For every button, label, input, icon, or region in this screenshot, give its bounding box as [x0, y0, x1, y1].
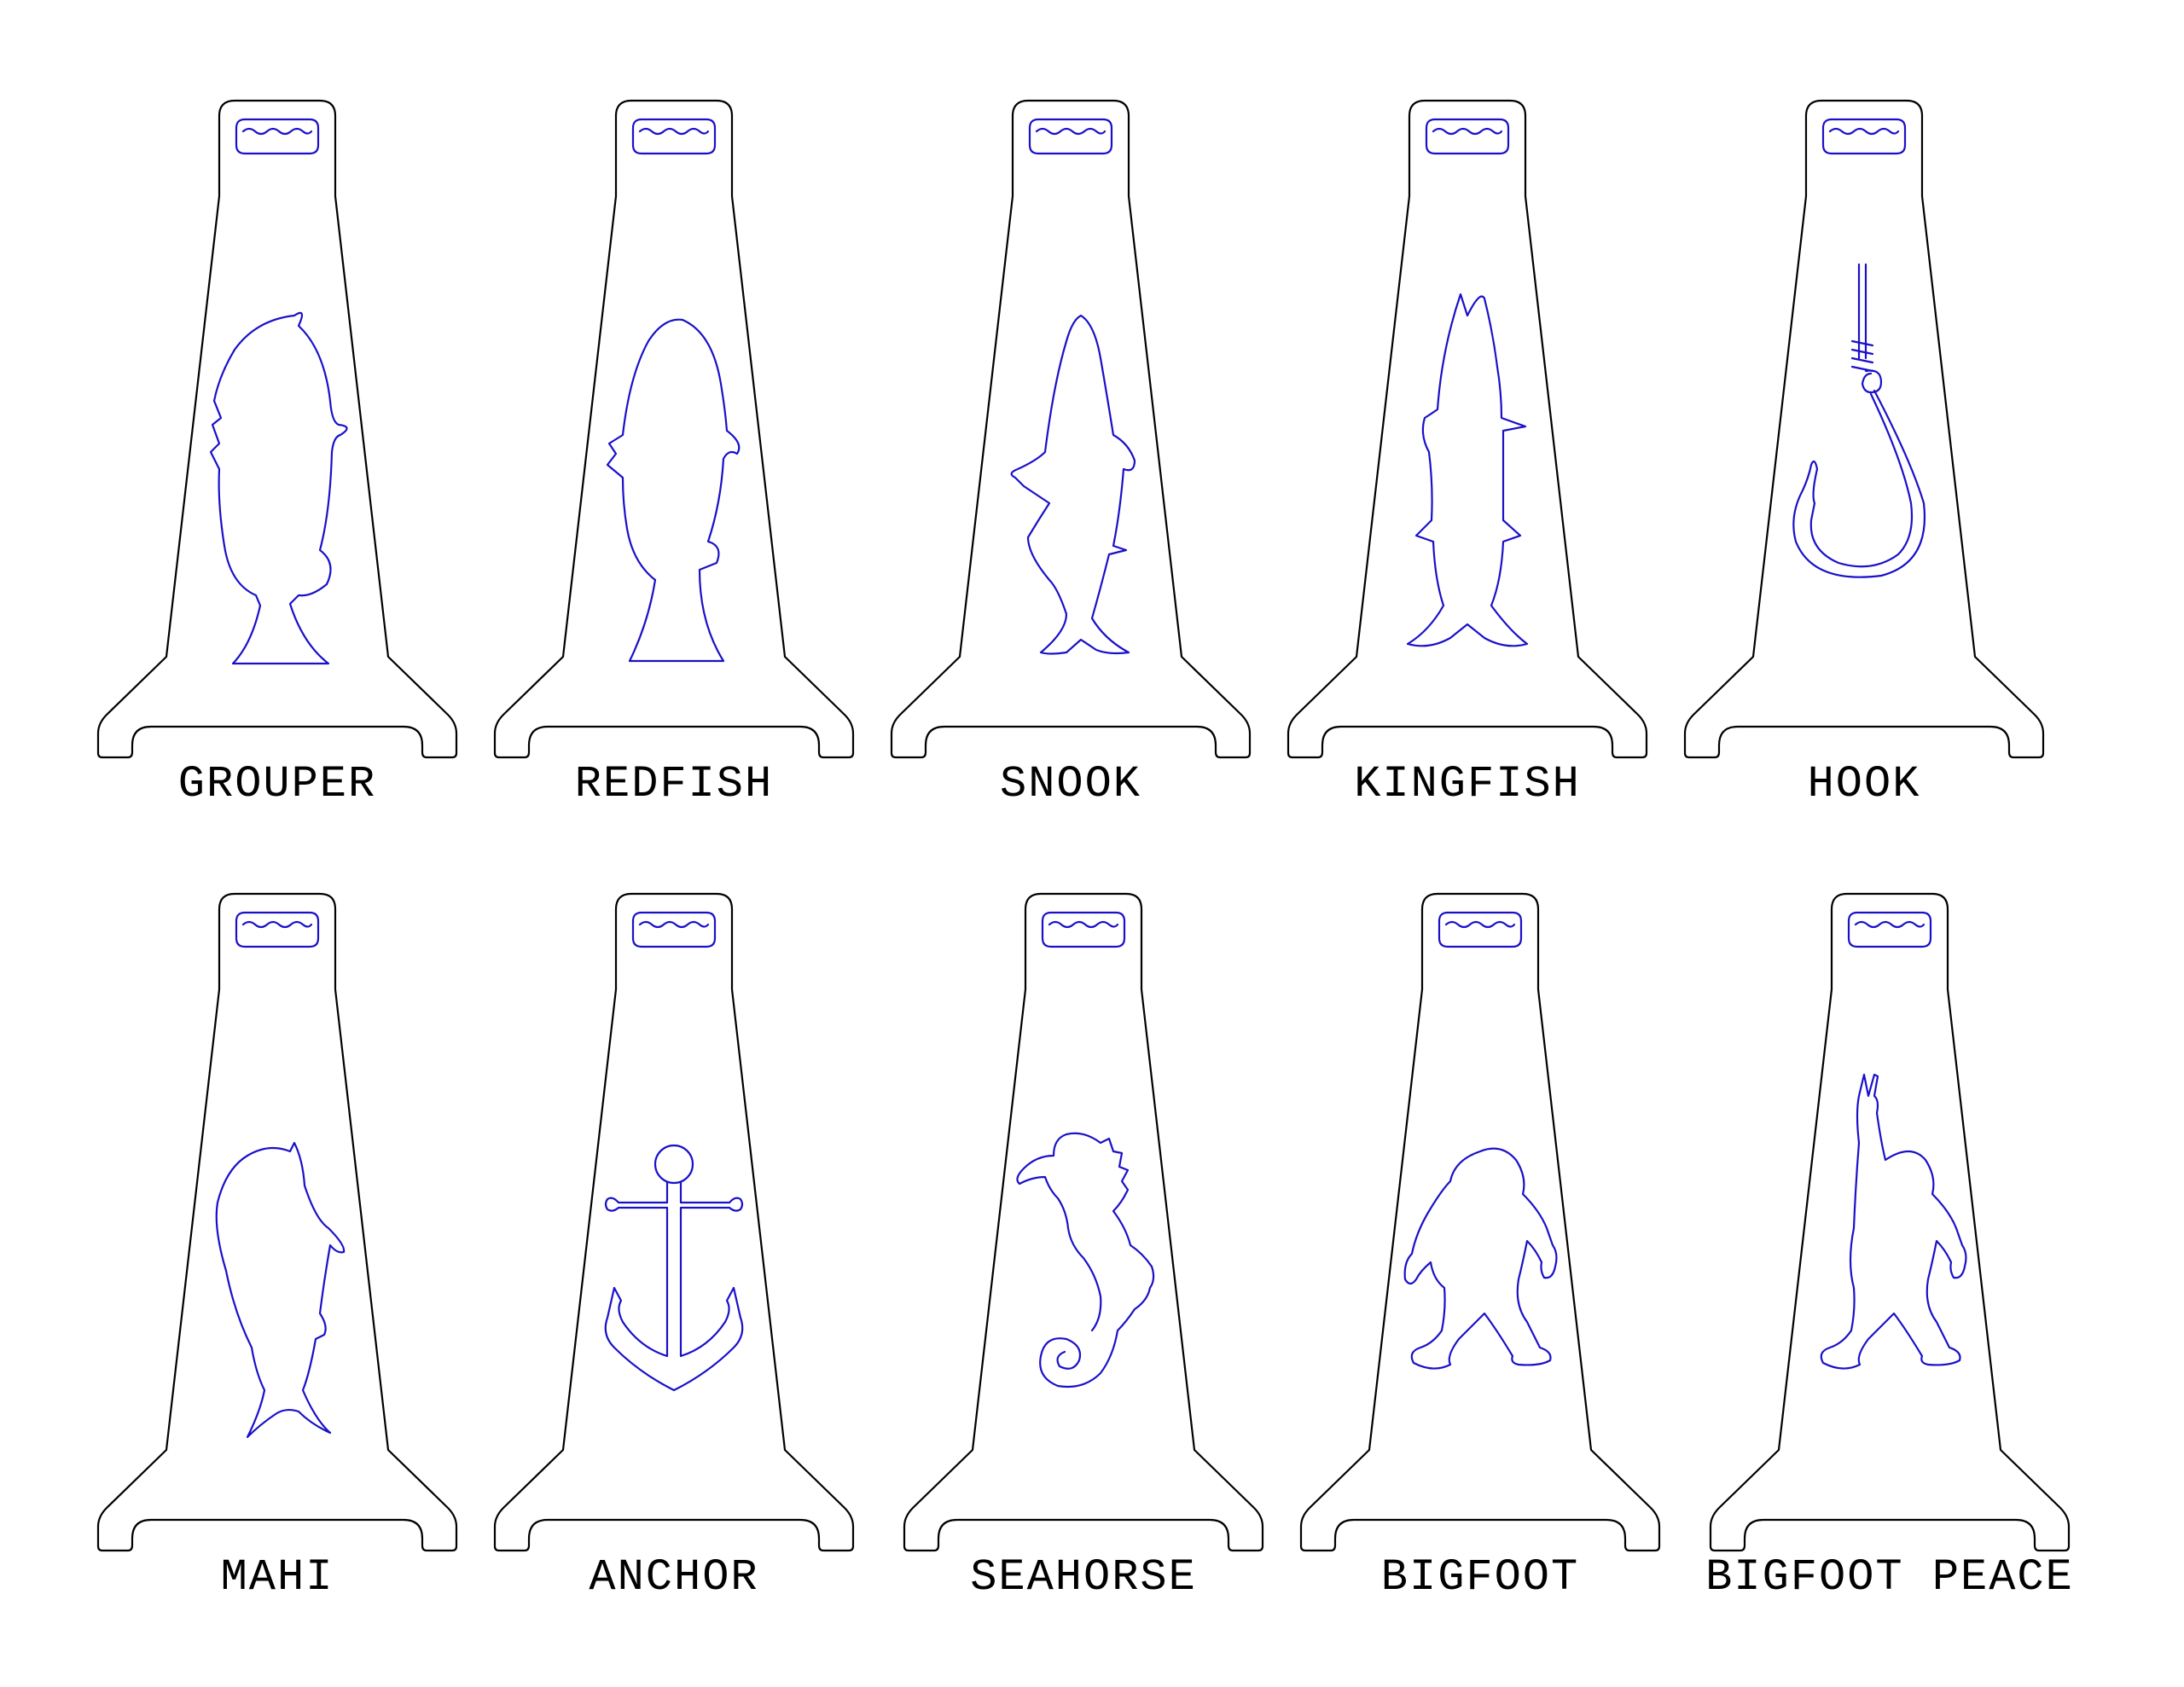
template-bigfoot-peace: BIGFOOT PEACE	[1705, 892, 2074, 1603]
template-label: REDFISH	[575, 759, 773, 809]
template-label: GROUPER	[178, 759, 376, 809]
template-redfish: REDFISH	[493, 99, 855, 809]
template-label: BIGFOOT	[1381, 1552, 1579, 1603]
template-mahi: MAHI	[96, 892, 458, 1603]
template-label: SEAHORSE	[970, 1552, 1197, 1603]
hook-icon	[1792, 263, 1926, 578]
grouper-icon	[209, 311, 348, 665]
template-snook: SNOOK	[890, 99, 1252, 809]
kingfish-icon	[1406, 293, 1529, 647]
template-label: MAHI	[221, 1552, 334, 1603]
template-hook: HOOK	[1683, 99, 2045, 809]
template-anchor: ANCHOR	[493, 892, 855, 1603]
bigfoot-icon	[1403, 1147, 1558, 1370]
template-label: SNOOK	[1000, 759, 1141, 809]
template-bigfoot: BIGFOOT	[1299, 892, 1661, 1603]
template-kingfish: KINGFISH	[1287, 99, 1648, 809]
redfish-icon	[606, 318, 741, 663]
bigfoot-peace-icon	[1820, 1073, 1967, 1370]
anchor-icon	[604, 1144, 744, 1392]
template-seahorse: SEAHORSE	[903, 892, 1264, 1603]
template-label: HOOK	[1808, 759, 1921, 809]
template-label: ANCHOR	[589, 1552, 758, 1603]
template-label: KINGFISH	[1354, 759, 1581, 809]
template-grouper: GROUPER	[96, 99, 458, 809]
snook-icon	[1010, 314, 1136, 655]
mahi-icon	[215, 1141, 346, 1439]
seahorse-icon	[1016, 1132, 1155, 1388]
template-label: BIGFOOT PEACE	[1705, 1552, 2074, 1603]
